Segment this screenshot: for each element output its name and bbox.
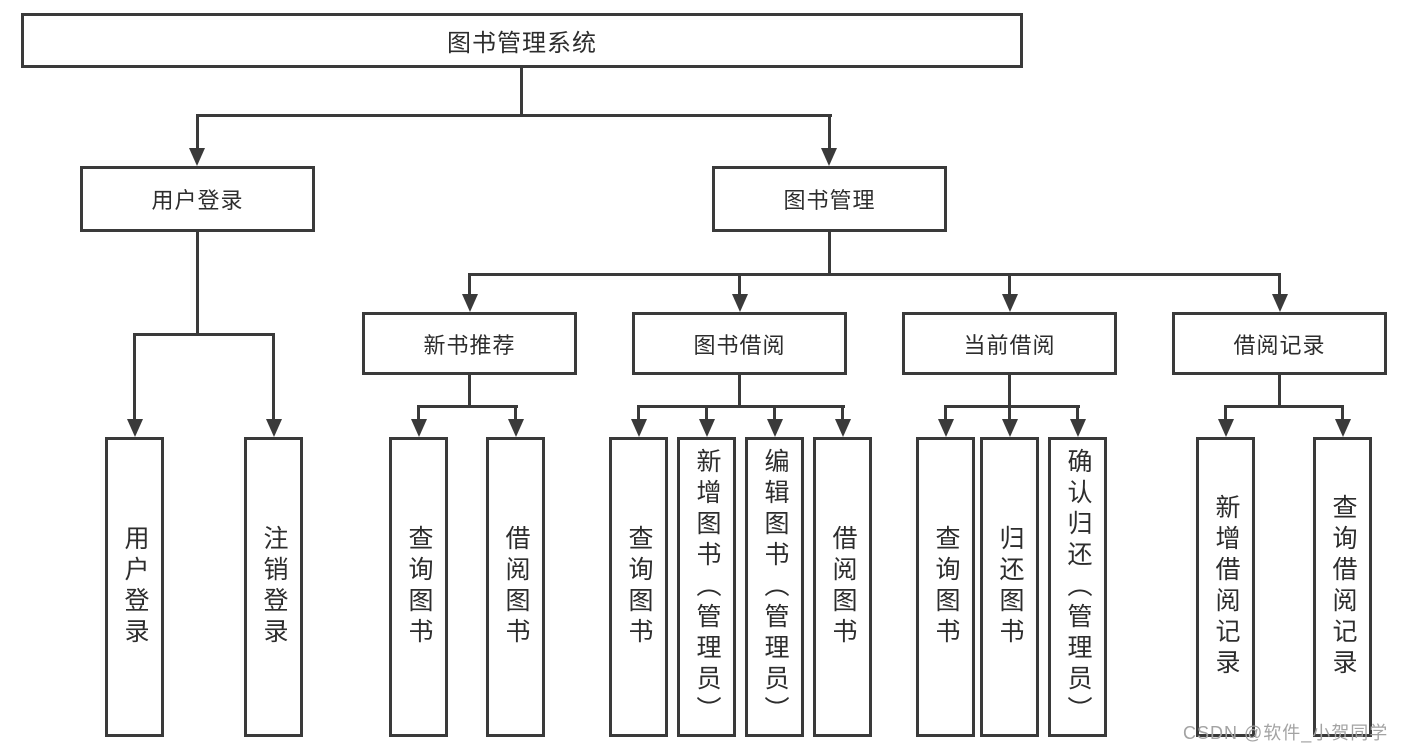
arrowhead-icon: [127, 419, 143, 437]
connector-root-branch: [196, 114, 832, 117]
connector-records-branch: [1224, 405, 1344, 408]
connector-records-stem: [1278, 374, 1281, 408]
connector-records-drop-1: [1224, 405, 1227, 421]
connector-bookmgmt-branch: [468, 273, 1281, 276]
connector-bookmgmt-drop-1: [468, 273, 471, 296]
leaf-user-login: 用户登录: [105, 437, 164, 737]
node-new-book-recommend: 新书推荐: [362, 312, 577, 375]
connector-current-drop-3: [1076, 405, 1079, 421]
leaf-query-book-recommend: 查询图书: [389, 437, 448, 737]
arrowhead-icon: [266, 419, 282, 437]
arrowhead-icon: [732, 294, 748, 312]
node-current-borrow: 当前借阅: [902, 312, 1117, 375]
connector-current-branch: [944, 405, 1080, 408]
leaf-query-book-current: 查询图书: [916, 437, 975, 737]
leaf-borrow-book: 借阅图书: [813, 437, 872, 737]
arrowhead-icon: [938, 419, 954, 437]
arrowhead-icon: [411, 419, 427, 437]
connector-borrow-drop-2: [705, 405, 708, 421]
arrowhead-icon: [1002, 419, 1018, 437]
node-book-management: 图书管理: [712, 166, 947, 232]
connector-bookmgmt-drop-2: [738, 273, 741, 296]
watermark: CSDN @软件_小贺同学: [1183, 723, 1389, 743]
connector-current-drop-1: [944, 405, 947, 421]
node-library-system-root: 图书管理系统: [21, 13, 1023, 68]
connector-newbook-drop-1: [417, 405, 420, 421]
arrowhead-icon: [1002, 294, 1018, 312]
leaf-borrow-book-recommend: 借阅图书: [486, 437, 545, 737]
leaf-add-borrow-record: 新增借阅记录: [1196, 437, 1255, 737]
arrowhead-icon: [1272, 294, 1288, 312]
connector-newbook-branch: [417, 405, 518, 408]
arrowhead-icon: [1218, 419, 1234, 437]
connector-bookmgmt-drop-3: [1008, 273, 1011, 296]
connector-bookmgmt-stem: [828, 232, 831, 276]
connector-userlogin-drop-2: [272, 333, 275, 421]
leaf-add-book-admin: 新增图书（管理员）: [677, 437, 736, 737]
connector-bookmgmt-drop-4: [1278, 273, 1281, 296]
arrowhead-icon: [631, 419, 647, 437]
connector-borrow-branch: [637, 405, 845, 408]
arrowhead-icon: [821, 148, 837, 166]
arrowhead-icon: [1335, 419, 1351, 437]
arrowhead-icon: [1070, 419, 1086, 437]
node-book-borrow: 图书借阅: [632, 312, 847, 375]
leaf-confirm-return-admin: 确认归还（管理员）: [1048, 437, 1107, 737]
connector-newbook-stem: [468, 374, 471, 408]
connector-root-drop-right: [828, 114, 831, 150]
arrowhead-icon: [699, 419, 715, 437]
connector-current-drop-2: [1008, 405, 1011, 421]
connector-borrow-stem: [738, 374, 741, 408]
connector-current-stem: [1008, 374, 1011, 408]
connector-userlogin-branch: [133, 333, 275, 336]
connector-userlogin-drop-1: [133, 333, 136, 421]
connector-root-drop-left: [196, 114, 199, 150]
arrowhead-icon: [767, 419, 783, 437]
node-user-login: 用户登录: [80, 166, 315, 232]
connector-userlogin-stem: [196, 232, 199, 336]
connector-borrow-drop-4: [841, 405, 844, 421]
leaf-edit-book-admin: 编辑图书（管理员）: [745, 437, 804, 737]
connector-root-stem: [520, 67, 523, 116]
leaf-logout: 注销登录: [244, 437, 303, 737]
connector-borrow-drop-3: [773, 405, 776, 421]
arrowhead-icon: [508, 419, 524, 437]
connector-newbook-drop-2: [514, 405, 517, 421]
arrowhead-icon: [462, 294, 478, 312]
leaf-return-book: 归还图书: [980, 437, 1039, 737]
leaf-query-borrow-record: 查询借阅记录: [1313, 437, 1372, 737]
node-borrow-records: 借阅记录: [1172, 312, 1387, 375]
arrowhead-icon: [835, 419, 851, 437]
arrowhead-icon: [189, 148, 205, 166]
leaf-query-book-borrow: 查询图书: [609, 437, 668, 737]
connector-records-drop-2: [1341, 405, 1344, 421]
connector-borrow-drop-1: [637, 405, 640, 421]
